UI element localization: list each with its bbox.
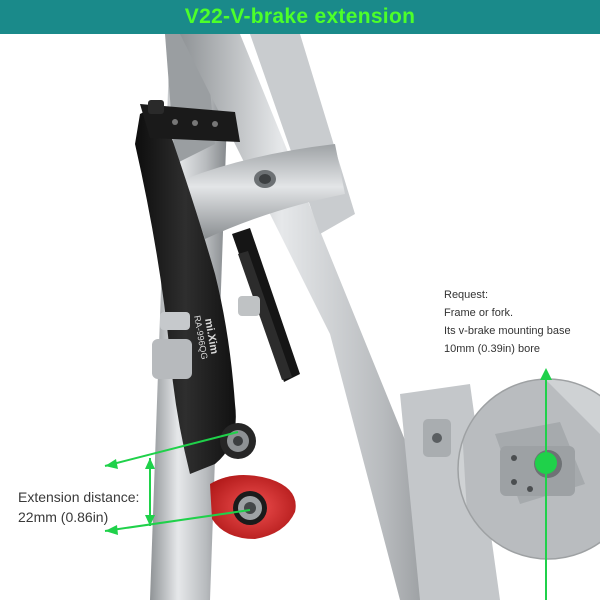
measure-line-top	[104, 431, 239, 467]
request-line-3: 10mm (0.39in) bore	[444, 343, 540, 355]
extension-label: Extension distance:	[18, 489, 140, 505]
request-note: Request: Frame or fork. Its v-brake moun…	[444, 286, 571, 358]
request-line-1: Frame or fork.	[444, 307, 514, 319]
request-line-2: Its v-brake mounting base	[444, 325, 571, 337]
title-banner	[0, 0, 600, 34]
bore-marker	[535, 452, 557, 474]
bike-frame-illustration: mi.Xim RA-996QG	[104, 34, 600, 600]
cable-holder	[140, 104, 240, 142]
measure-line-bottom	[104, 509, 251, 532]
extension-value: 22mm (0.86in)	[18, 509, 109, 525]
extension-note: Extension distance: 22mm (0.86in)	[18, 487, 139, 527]
brake-caliper-arm	[135, 104, 236, 474]
request-label: Request:	[444, 289, 489, 301]
title-text: V22-V-brake extension	[184, 5, 416, 28]
brake-bridge	[185, 144, 345, 239]
